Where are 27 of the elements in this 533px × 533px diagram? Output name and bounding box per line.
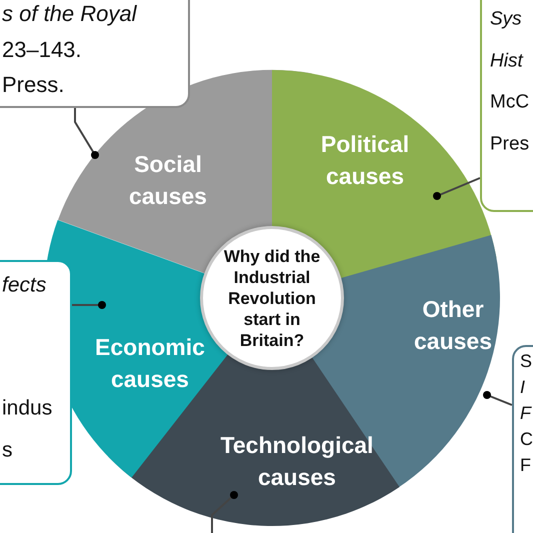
petal-label: Other causes: [412, 294, 493, 356]
reference-text: indus: [2, 395, 52, 421]
reference-text: s of the Royal: [2, 0, 137, 28]
leader-line: [74, 108, 99, 159]
petal-label: Political causes: [320, 130, 410, 191]
reference-text: s: [2, 437, 12, 463]
leader-line: [483, 391, 512, 406]
reference-text: I: [520, 377, 526, 399]
reference-text: F: [520, 403, 531, 425]
reference-text: F: [520, 455, 531, 477]
reference-box: [0, 0, 190, 108]
reference-text: Hist: [490, 50, 523, 74]
reference-box: [0, 260, 72, 485]
reference-text: Press.: [2, 72, 64, 98]
leader-line: [211, 491, 238, 533]
reference-text: C: [520, 429, 533, 451]
reference-text: Sys: [490, 8, 522, 32]
reference-text: fects: [2, 272, 46, 298]
petal-label: Technological causes: [220, 431, 374, 492]
reference-text: McC: [490, 92, 530, 114]
reference-text: Pres: [490, 134, 530, 156]
reference-text: S: [520, 351, 532, 373]
reference-text: 23–143.: [2, 36, 82, 64]
petal-label: Social causes: [128, 150, 208, 211]
leader-line: [72, 301, 106, 309]
question-text: Why did the Industrial Revolution start in Britain?: [222, 246, 322, 350]
petal-label: Economic causes: [94, 332, 206, 394]
